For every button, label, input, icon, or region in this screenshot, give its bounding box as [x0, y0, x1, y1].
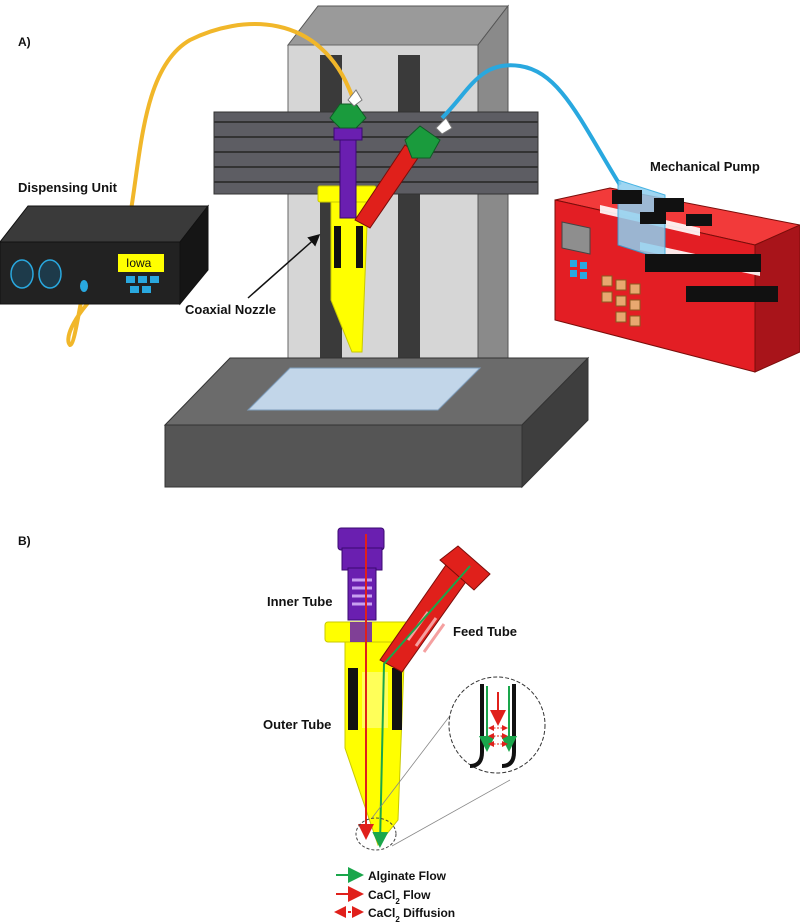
- panel-a-letter: A): [18, 35, 31, 49]
- mechanical-pump: [554, 179, 800, 373]
- tip-highlight: [355, 817, 397, 851]
- mechanical-pump-label: Mechanical Pump: [650, 159, 760, 174]
- inner-tube-cap: [337, 527, 385, 551]
- gantry: [213, 111, 539, 195]
- zoom-line: [391, 779, 511, 847]
- blue-tubing: [440, 63, 622, 187]
- feed-tube-label: Feed Tube: [453, 624, 517, 639]
- coaxial-nozzle-large: [324, 527, 491, 847]
- legend-cacl2-flow: CaCl2 Flow: [368, 888, 431, 906]
- coaxial-nozzle-label: Coaxial Nozzle: [185, 302, 276, 317]
- outer-tube-label: Outer Tube: [263, 717, 331, 732]
- legend: Alginate Flow CaCl2 Flow CaCl2 Diffusion: [334, 867, 455, 923]
- coaxial-nozzle-small: [317, 89, 453, 353]
- unit-screen: [118, 254, 164, 272]
- glass-slide: [246, 367, 482, 411]
- dispensing-unit-label: Dispensing Unit: [18, 180, 118, 195]
- legend-cacl2-diffusion: CaCl2 Diffusion: [368, 906, 455, 923]
- inner-tube-label: Inner Tube: [267, 594, 332, 609]
- legend-alginate-flow: Alginate Flow: [368, 869, 447, 883]
- alginate-flow-arrow: [372, 565, 471, 848]
- dial-knob-icon: [10, 259, 34, 289]
- dispensing-unit: Iowa: [0, 204, 210, 306]
- unit-screen-text: Iowa: [126, 256, 152, 270]
- tip-inset: [448, 676, 546, 774]
- panel-b-letter: B): [18, 534, 31, 548]
- coaxial-nozzle-pointer: [247, 234, 321, 299]
- yellow-tubing: [66, 22, 354, 348]
- printer-base: [163, 356, 590, 489]
- dial-knob-icon: [38, 259, 62, 289]
